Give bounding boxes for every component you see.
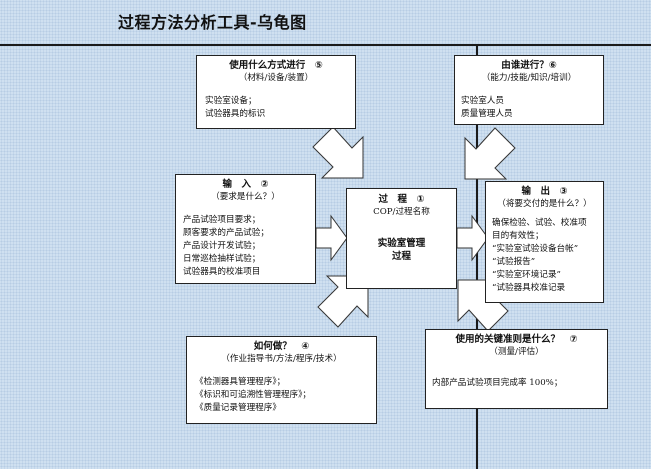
input-subheading: （要求是什么？） — [211, 192, 280, 202]
personnel-subheading: （能力/技能/知识/培训） — [481, 73, 577, 83]
output-item: “试验器具校准记录 — [492, 283, 566, 293]
output-item: 目的有效性； — [492, 231, 544, 241]
method-item: 《质量记录管理程序》 — [195, 403, 281, 413]
input-item: 顾客要求的产品试验； — [183, 228, 269, 238]
input-item: 产品设计开发试验； — [183, 241, 261, 251]
arrow-personnel-to-process — [464, 127, 516, 180]
process-box: 过 程 ① COP/过程名称 实验室管理 过程 — [346, 188, 457, 289]
input-heading: 输 入 ② — [222, 179, 269, 190]
page-title: 过程方法分析工具-乌龟图 — [118, 13, 307, 32]
title-underline — [0, 44, 651, 46]
personnel-heading: 由谁进行？⑥ — [501, 60, 557, 71]
output-box: 输 出 ③ （将要交付的是什么？） 确保检验、试验、校准项 目的有效性； “实验… — [485, 181, 604, 303]
output-item: “试验报告” — [492, 257, 536, 267]
output-subheading: （将要交付的是什么？） — [497, 199, 592, 209]
process-name: 实验室管理 — [377, 238, 426, 249]
arrow-criteria-to-process — [457, 279, 509, 332]
output-heading: 输 出 ③ — [521, 186, 568, 197]
personnel-item: 质量管理人员 — [461, 109, 513, 119]
criteria-item: 内部产品试验项目完成率 100%； — [432, 378, 563, 388]
arrow-materials-to-process — [312, 126, 364, 179]
arrow-process-to-output — [456, 214, 489, 262]
criteria-heading: 使用的关键准则是什么？ ⑦ — [455, 334, 578, 345]
method-box: 如何做？ ④ （作业指导书/方法/程序/技术） 《检测器具管理程序》； 《标识和… — [186, 336, 377, 424]
materials-box: 使用什么方式进行 ⑤ （材料/设备/装置） 实验室设备； 试验器具的标识 — [196, 55, 356, 129]
method-subheading: （作业指导书/方法/程序/技术） — [221, 354, 342, 364]
output-item: “实验室环境记录” — [492, 270, 561, 280]
personnel-box: 由谁进行？⑥ （能力/技能/知识/培训） 实验室人员 质量管理人员 — [454, 55, 604, 125]
output-item: “实验室试验设备台帐” — [492, 244, 579, 254]
personnel-item: 实验室人员 — [461, 96, 504, 106]
input-item: 日常巡检抽样试验； — [183, 254, 261, 264]
process-subheading: COP/过程名称 — [373, 207, 430, 217]
materials-item: 实验室设备； — [205, 96, 257, 106]
input-item: 产品试验项目要求； — [183, 215, 261, 225]
input-box: 输 入 ② （要求是什么？） 产品试验项目要求； 顾客要求的产品试验； 产品设计… — [175, 174, 316, 284]
output-item: 确保检验、试验、校准项 — [492, 218, 587, 228]
materials-subheading: （材料/设备/装置） — [238, 73, 314, 83]
method-item: 《检测器具管理程序》； — [195, 377, 286, 387]
arrow-input-to-process — [315, 214, 348, 262]
method-item: 《标识和可追溯性管理程序》； — [195, 390, 312, 400]
vertical-divider — [476, 44, 478, 469]
process-heading: 过 程 ① — [378, 194, 425, 205]
materials-item: 试验器具的标识 — [205, 109, 266, 119]
criteria-subheading: （测量/评估） — [489, 347, 544, 357]
criteria-box: 使用的关键准则是什么？ ⑦ （测量/评估） 内部产品试验项目完成率 100%； — [425, 329, 608, 409]
input-item: 试验器具的校准项目 — [183, 267, 261, 277]
materials-heading: 使用什么方式进行 ⑤ — [229, 60, 323, 71]
process-name-cont: 过程 — [391, 251, 411, 262]
method-heading: 如何做？ ④ — [253, 341, 310, 352]
